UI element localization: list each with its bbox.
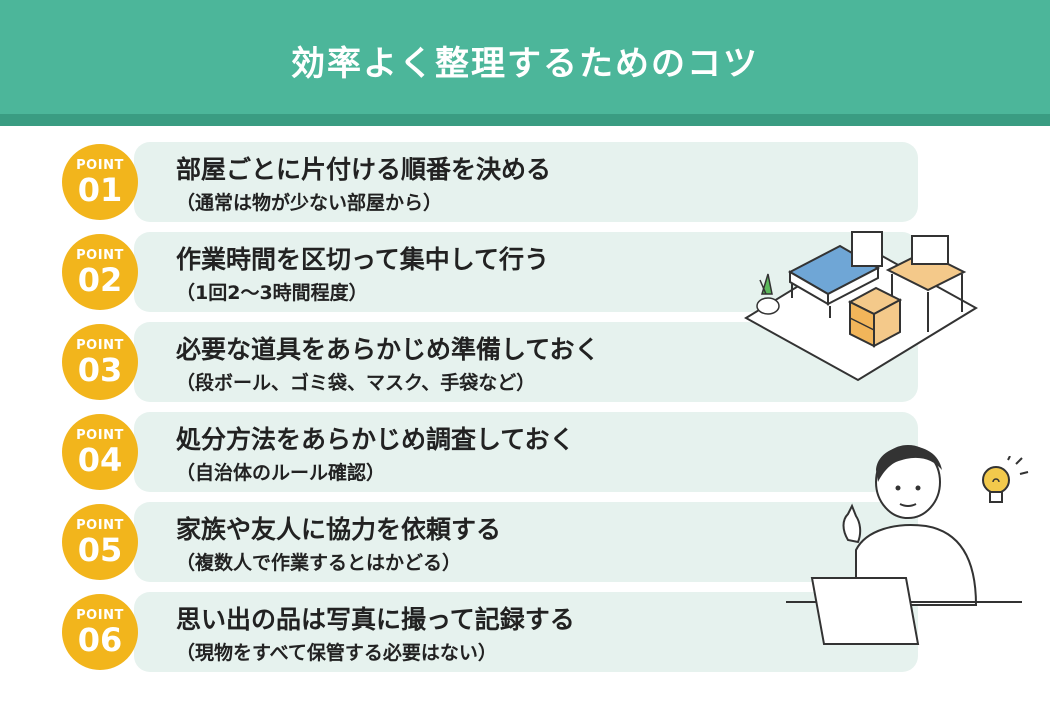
badge-number: 02 — [77, 261, 123, 299]
point-item-5: POINT 05 家族や友人に協力を依頼する （複数人で作業するとはかどる） — [62, 502, 922, 582]
point-bar — [134, 502, 918, 582]
point-item-6: POINT 06 思い出の品は写真に撮って記録する （現物をすべて保管する必要は… — [62, 592, 922, 672]
badge-label: POINT — [76, 158, 124, 173]
badge-label: POINT — [76, 338, 124, 353]
point-badge: POINT 01 — [62, 144, 138, 220]
point-bar — [134, 142, 918, 222]
point-subtitle: （通常は物が少ない部屋から） — [176, 192, 443, 214]
badge-number: 01 — [77, 171, 123, 209]
point-badge: POINT 02 — [62, 234, 138, 310]
point-badge: POINT 05 — [62, 504, 138, 580]
point-item-4: POINT 04 処分方法をあらかじめ調査しておく （自治体のルール確認） — [62, 412, 922, 492]
point-bar — [134, 412, 918, 492]
point-title: 思い出の品は写真に撮って記録する — [176, 605, 575, 634]
badge-label: POINT — [76, 608, 124, 623]
point-title: 処分方法をあらかじめ調査しておく — [176, 425, 575, 454]
point-badge: POINT 04 — [62, 414, 138, 490]
point-title: 部屋ごとに片付ける順番を決める — [176, 155, 552, 184]
point-title: 家族や友人に協力を依頼する — [176, 515, 502, 544]
header-stripe — [0, 114, 1050, 126]
point-badge: POINT 03 — [62, 324, 138, 400]
badge-label: POINT — [76, 518, 124, 533]
badge-label: POINT — [76, 248, 124, 263]
badge-number: 03 — [77, 351, 123, 389]
point-bar — [134, 592, 918, 672]
lightbulb-icon — [982, 456, 1029, 503]
point-title: 作業時間を区切って集中して行う — [176, 245, 550, 274]
badge-label: POINT — [76, 428, 124, 443]
point-subtitle: （複数人で作業するとはかどる） — [176, 552, 462, 574]
point-item-1: POINT 01 部屋ごとに片付ける順番を決める （通常は物が少ない部屋から） — [62, 142, 922, 222]
point-title: 必要な道具をあらかじめ準備しておく — [176, 335, 600, 364]
point-subtitle: （現物をすべて保管する必要はない） — [176, 642, 497, 664]
room-illustration — [744, 231, 978, 382]
page-title: 効率よく整理するためのコツ — [291, 44, 759, 84]
point-subtitle: （自治体のルール確認） — [176, 462, 386, 484]
point-subtitle: （1回2〜3時間程度） — [176, 282, 368, 304]
badge-number: 05 — [77, 531, 123, 569]
header-banner — [0, 0, 1050, 114]
person-with-laptop-illustration — [786, 445, 1022, 645]
point-badge: POINT 06 — [62, 594, 138, 670]
point-item-2: POINT 02 作業時間を区切って集中して行う （1回2〜3時間程度） — [62, 232, 922, 312]
badge-number: 04 — [77, 441, 123, 479]
point-subtitle: （段ボール、ゴミ袋、マスク、手袋など） — [176, 372, 536, 394]
badge-number: 06 — [77, 621, 123, 659]
